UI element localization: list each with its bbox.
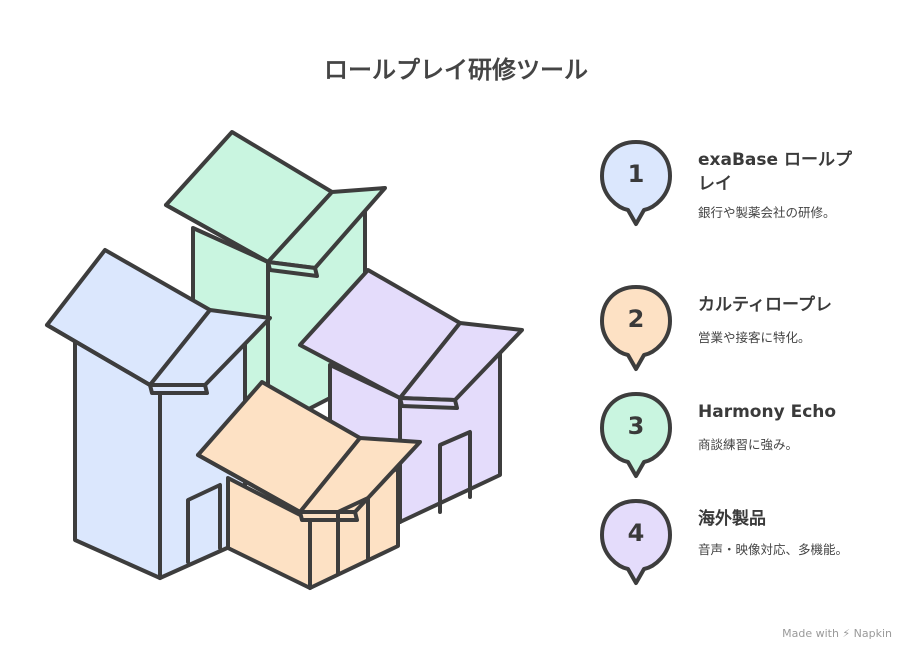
- item-title: exaBase ロールプレイ: [698, 150, 852, 194]
- list-item: 1 exaBase ロールプレイ 銀行や製薬会社の研修。: [598, 138, 898, 248]
- list-item: 2 カルティロープレ 営業や接客に特化。: [598, 283, 898, 393]
- pin-badge-3: [600, 392, 672, 478]
- list-item: 3 Harmony Echo 商談練習に強み。: [598, 390, 898, 500]
- badge-number: 3: [627, 412, 645, 440]
- page-title: ロールプレイ研修ツール: [324, 56, 588, 84]
- item-title: カルティロープレ: [698, 295, 832, 315]
- badge-number: 1: [627, 160, 645, 188]
- item-description: 商談練習に強み。: [698, 437, 799, 452]
- napkin-credit[interactable]: Made with ⚡ Napkin: [782, 627, 892, 640]
- houses-illustration: [45, 130, 524, 590]
- badge-number: 4: [627, 519, 645, 547]
- pin-badge-4: [600, 499, 672, 585]
- item-description: 営業や接客に特化。: [698, 330, 811, 345]
- item-title: 海外製品: [698, 509, 766, 529]
- pin-badge-1: [600, 140, 672, 226]
- item-description: 銀行や製薬会社の研修。: [698, 205, 836, 220]
- list-item: 4 海外製品 音声・映像対応、多機能。: [598, 497, 898, 607]
- item-title: Harmony Echo: [698, 402, 837, 422]
- item-description: 音声・映像対応、多機能。: [698, 542, 849, 557]
- pin-badge-2: [600, 285, 672, 371]
- badge-number: 2: [627, 305, 645, 333]
- orange-house: [196, 380, 422, 590]
